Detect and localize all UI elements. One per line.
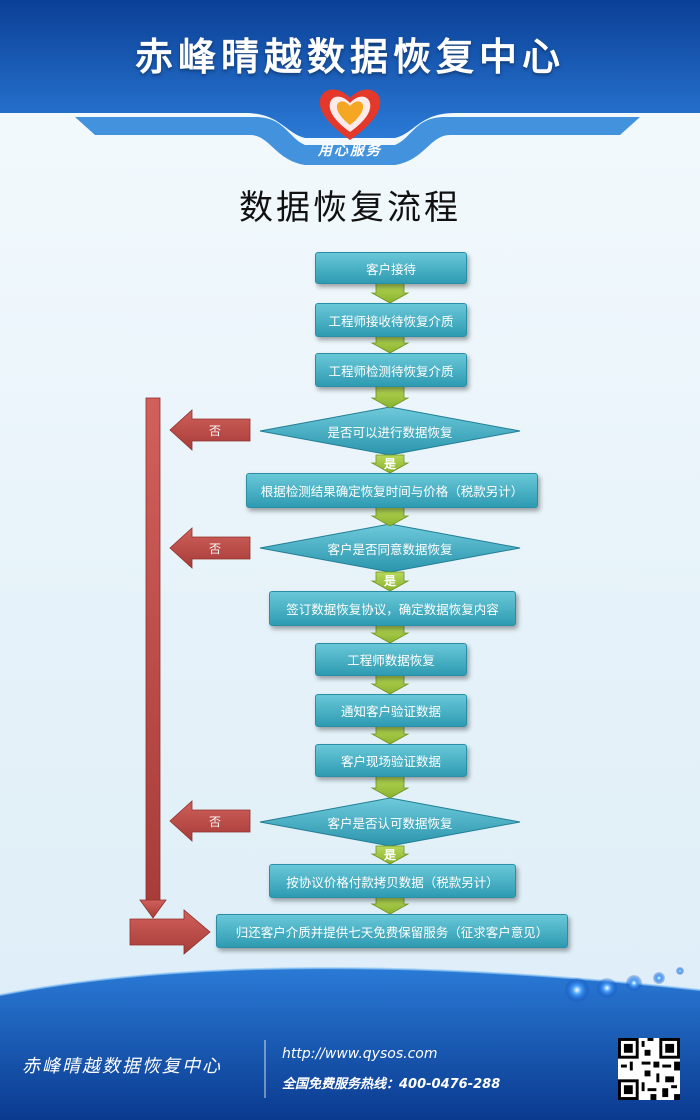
heart-logo-icon: [319, 89, 381, 140]
flow-arrow-8: [370, 673, 410, 695]
process-step-s4: 根据检测结果确定恢复时间与价格（税款另计）: [246, 473, 538, 508]
yes-label-2: 是: [383, 573, 396, 588]
footer-hotline: 全国免费服务热线：400-0476-288: [282, 1077, 501, 1092]
no-arrow-2: [169, 527, 251, 569]
yes-label-3: 是: [383, 847, 396, 862]
decision-label-d2: 客户是否同意数据恢复: [327, 541, 453, 557]
process-step-s10: 归还客户介质并提供七天免费保留服务（征求客户意见）: [216, 914, 568, 948]
flow-arrow-7: [370, 623, 410, 644]
decision-label-d3: 客户是否认可数据恢复: [327, 815, 453, 831]
final-arrow: [129, 909, 211, 955]
no-arrow-3: [169, 800, 251, 842]
footer-band: [0, 968, 700, 1120]
header-wing: [75, 117, 640, 165]
flow-arrow-11: [370, 845, 410, 865]
decision-label-d1: 是否可以进行数据恢复: [327, 424, 453, 440]
decorative-dots: [565, 967, 684, 1002]
yes-label-1: 是: [383, 456, 396, 471]
flow-arrow-3: [370, 384, 410, 409]
process-step-s9: 按协议价格付款拷贝数据（税款另计）: [269, 864, 516, 898]
process-step-s3: 工程师检测待恢复介质: [315, 353, 467, 387]
header-title: 赤峰晴越数据恢复中心: [134, 35, 565, 79]
process-step-s1: 客户接待: [315, 252, 467, 284]
return-line-arrowhead: [139, 899, 167, 919]
no-label-1: 否: [208, 423, 221, 438]
process-step-s7: 通知客户验证数据: [315, 694, 467, 727]
process-step-s8: 客户现场验证数据: [315, 744, 467, 777]
no-label-3: 否: [208, 814, 221, 829]
logo-slogan: 用心服务: [318, 143, 382, 159]
flow-arrow-2: [370, 334, 410, 354]
process-step-s5: 签订数据恢复协议，确定数据恢复内容: [269, 591, 516, 626]
flow-arrow-12: [370, 895, 410, 915]
process-step-s6: 工程师数据恢复: [315, 643, 467, 676]
qr-code-icon: [618, 1038, 680, 1100]
no-arrow-1: [169, 409, 251, 451]
footer-company-name: 赤峰晴越数据恢复中心: [22, 1056, 222, 1077]
header-band: [0, 0, 700, 138]
flow-arrow-4: [370, 454, 410, 474]
return-line: [145, 397, 161, 904]
flow-arrow-5: [370, 505, 410, 527]
flow-arrow-1: [370, 281, 410, 304]
flow-arrow-10: [370, 774, 410, 799]
page-title: 数据恢复流程: [239, 188, 461, 228]
process-step-s2: 工程师接收待恢复介质: [315, 303, 467, 337]
flow-arrow-6: [370, 571, 410, 592]
flow-shapes: [129, 281, 521, 955]
footer-url[interactable]: http://www.qysos.com: [282, 1046, 438, 1062]
no-label-2: 否: [208, 541, 221, 556]
flow-arrow-9: [370, 724, 410, 745]
